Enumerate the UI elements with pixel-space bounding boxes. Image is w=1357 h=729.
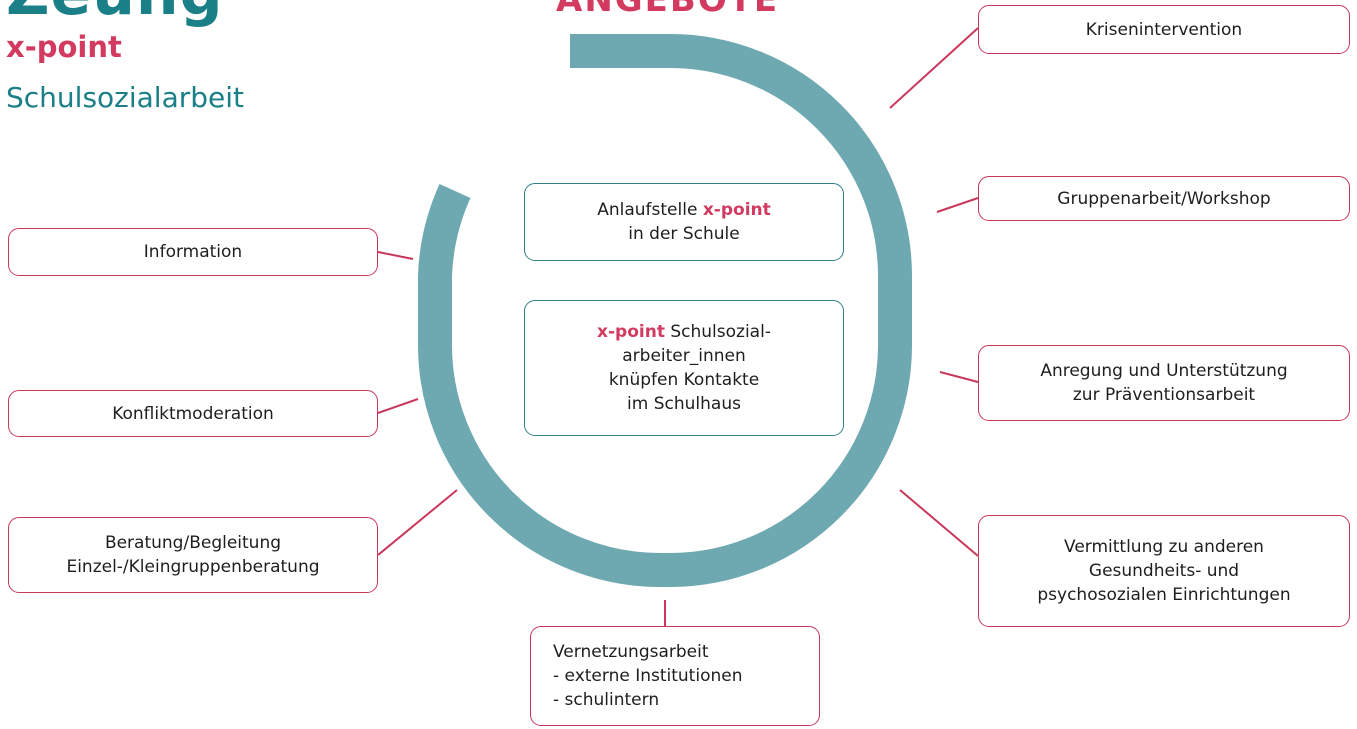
logo-tagline: Schulsozialarbeit — [6, 81, 244, 114]
anregung-line2: zur Präventionsarbeit — [1072, 385, 1256, 405]
beratung-line2: Einzel-/Kleingruppenberatung — [66, 557, 320, 577]
gruppenarbeit-label: Gruppenarbeit/Workshop — [1057, 188, 1271, 209]
vernetzung-line2: - externe Institutionen — [553, 666, 743, 686]
center-box-anlaufstelle: Anlaufstelle x-point in der Schule — [524, 183, 844, 261]
logo-subtitle: x-point — [6, 30, 122, 64]
information-label: Information — [143, 242, 243, 262]
krisenintervention-label: Krisenintervention — [1085, 19, 1243, 40]
box-vermittlung: Vermittlung zu anderen Gesundheits- und … — [978, 515, 1350, 627]
connector-konfliktmoderation — [377, 398, 419, 414]
box-krisenintervention: Krisenintervention — [978, 5, 1350, 54]
beratung-line1: Beratung/Begleitung — [104, 533, 282, 553]
xpoint-accent: x-point — [702, 200, 771, 220]
cycle-ring — [418, 34, 912, 587]
connector-krisenintervention — [889, 27, 979, 109]
connector-information — [377, 251, 414, 260]
center-line2: arbeiter_innen — [622, 346, 746, 366]
konfliktmoderation-label: Konfliktmoderation — [112, 403, 274, 424]
vernetzung-line1: Vernetzungsarbeit — [553, 642, 709, 662]
vernetzung-line3: - schulintern — [553, 690, 660, 710]
connector-anregung — [939, 371, 979, 383]
schulsozial-label: Schulsozial- — [664, 322, 771, 342]
box-gruppenarbeit: Gruppenarbeit/Workshop — [978, 176, 1350, 221]
anlaufstelle-label: Anlaufstelle — [597, 200, 703, 220]
connector-gruppenarbeit — [936, 197, 979, 213]
anregung-line1: Anregung und Unterstützung — [1040, 361, 1288, 381]
vermittlung-line1: Vermittlung zu anderen — [1064, 537, 1264, 557]
box-information: Information — [8, 228, 378, 276]
vermittlung-line2: Gesundheits- und — [1088, 561, 1240, 581]
center-box-schulsozialarbeiter: x-point Schulsozial- arbeiter_innen knüp… — [524, 300, 844, 436]
box-konfliktmoderation: Konfliktmoderation — [8, 390, 378, 437]
box-beratung: Beratung/Begleitung Einzel-/Kleingruppen… — [8, 517, 378, 593]
box-anregung: Anregung und Unterstützung zur Präventio… — [978, 345, 1350, 421]
connector-vermittlung — [899, 489, 979, 557]
center-line3: knüpfen Kontakte — [608, 370, 760, 390]
center-line4: im Schulhaus — [627, 394, 741, 414]
connector-beratung — [377, 489, 458, 556]
vermittlung-line3: psychosozialen Einrichtungen — [1037, 585, 1291, 605]
logo-wordmark: Zeung — [6, 0, 224, 30]
headline: ANGEBOTE — [556, 0, 780, 20]
xpoint-accent-2: x-point — [597, 322, 665, 342]
box-vernetzung: Vernetzungsarbeit - externe Institutione… — [530, 626, 820, 726]
anlaufstelle-line2: in der Schule — [628, 224, 740, 244]
